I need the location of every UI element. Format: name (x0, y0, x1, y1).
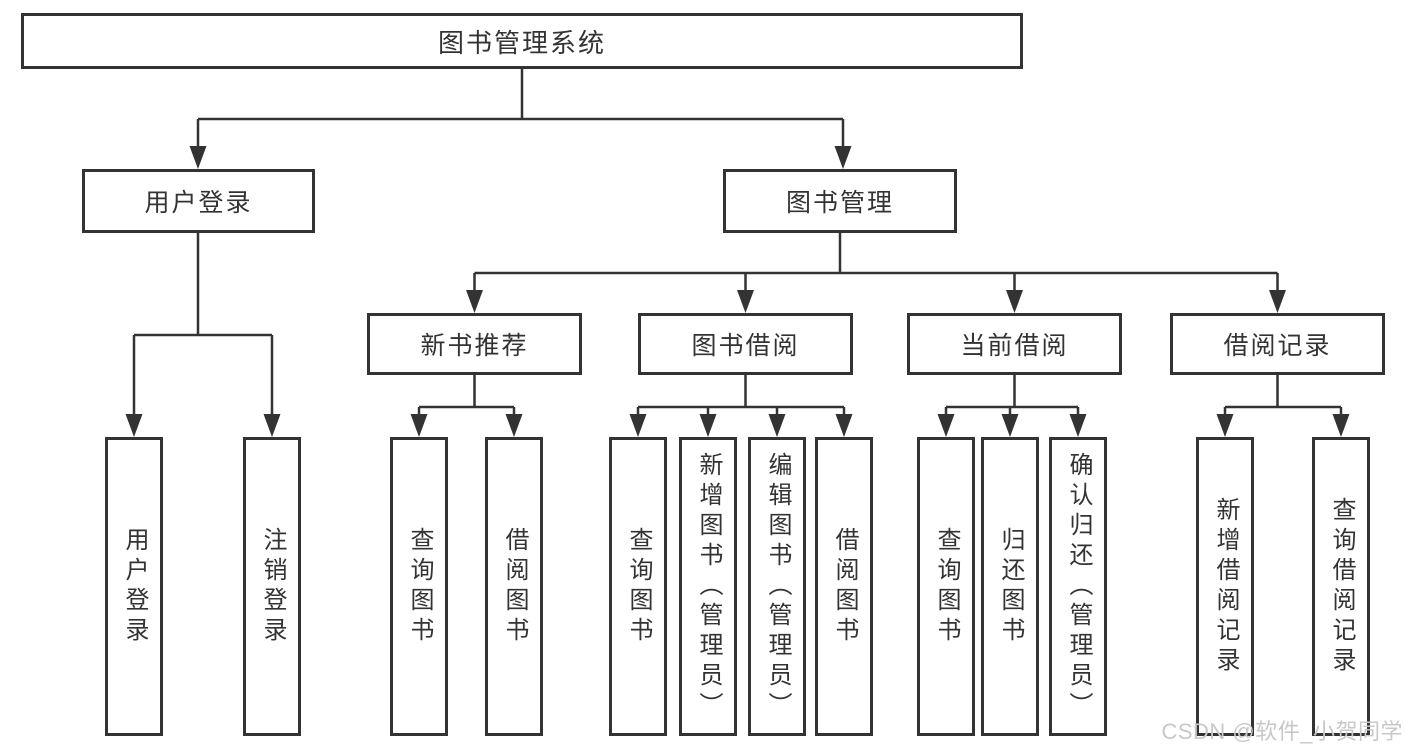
leaf-user-login: 用户登录 (105, 437, 163, 736)
node-new-book-recommend: 新书推荐 (367, 313, 582, 375)
leaf-label: 查询图书 (625, 526, 652, 647)
node-label: 图书借阅 (691, 332, 800, 360)
leaf-label: 归还图书 (997, 526, 1024, 647)
arrowheads (125, 146, 1350, 437)
leaf-add-book-admin: 新增图书（管理员） (679, 437, 737, 736)
node-book-borrow: 图书借阅 (638, 313, 853, 375)
leaf-label: 注销登录 (259, 526, 286, 647)
leaf-query-book-borrow: 查询图书 (609, 437, 667, 736)
node-label: 新书推荐 (420, 332, 529, 360)
leaf-borrow-book: 借阅图书 (815, 437, 873, 736)
node-current-borrow: 当前借阅 (907, 313, 1122, 375)
leaf-label: 查询图书 (933, 526, 960, 647)
leaf-label: 编辑图书（管理员） (764, 451, 791, 722)
node-label: 图书管理系统 (437, 27, 606, 58)
node-library-management-system: 图书管理系统 (21, 13, 1023, 69)
leaf-add-borrow-record: 新增借阅记录 (1196, 437, 1254, 736)
leaf-logout: 注销登录 (243, 437, 301, 736)
node-label: 当前借阅 (960, 332, 1069, 360)
leaf-label: 查询图书 (406, 526, 433, 647)
csdn-watermark: CSDN @软件_小贺同学 (1161, 719, 1403, 744)
leaf-label: 查询借阅记录 (1328, 496, 1355, 677)
leaf-query-borrow-record: 查询借阅记录 (1312, 437, 1370, 736)
leaf-borrow-book-recommend: 借阅图书 (485, 437, 543, 736)
leaf-return-book: 归还图书 (981, 437, 1039, 736)
node-book-management: 图书管理 (723, 169, 957, 233)
leaf-query-book-current: 查询图书 (917, 437, 975, 736)
leaf-label: 借阅图书 (501, 526, 528, 647)
leaf-label: 用户登录 (121, 526, 148, 647)
connector-edges (132, 69, 1343, 418)
node-label: 用户登录 (144, 189, 253, 217)
node-user-login: 用户登录 (82, 169, 315, 233)
leaf-confirm-return-admin: 确认归还（管理员） (1049, 437, 1107, 736)
node-borrow-record: 借阅记录 (1170, 313, 1385, 375)
leaf-label: 新增图书（管理员） (695, 451, 722, 722)
leaf-edit-book-admin: 编辑图书（管理员） (748, 437, 806, 736)
leaf-label: 新增借阅记录 (1212, 496, 1239, 677)
node-label: 借阅记录 (1223, 332, 1332, 360)
node-label: 图书管理 (785, 189, 894, 217)
leaf-label: 确认归还（管理员） (1065, 451, 1092, 722)
leaf-label: 借阅图书 (831, 526, 858, 647)
leaf-query-book-recommend: 查询图书 (390, 437, 448, 736)
